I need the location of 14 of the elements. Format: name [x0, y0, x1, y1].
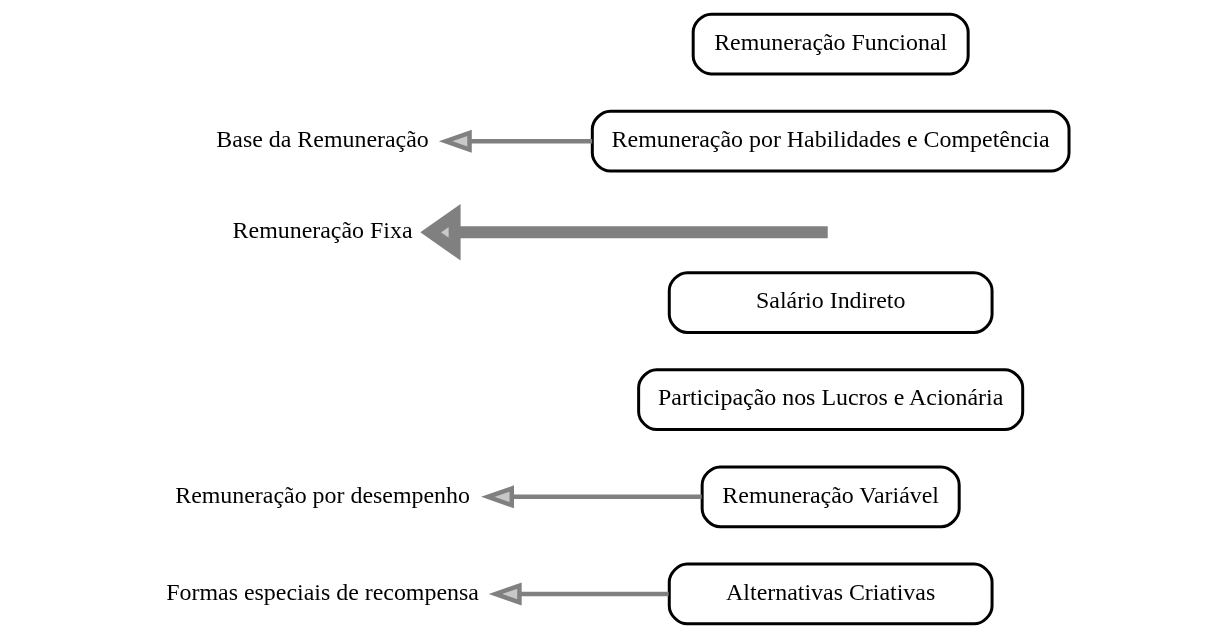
- node-box: Alternativas Criativas: [667, 562, 994, 626]
- node-text: Formas especiais de recompensa: [166, 578, 479, 605]
- arrow: [488, 582, 669, 606]
- arrow: [481, 485, 702, 509]
- arrow: [420, 204, 828, 261]
- node-box: Remuneração Variável: [700, 465, 961, 529]
- arrow: [438, 129, 593, 153]
- node-box: Participação nos Lucros e Acionária: [637, 368, 1025, 432]
- node-box: Remuneração Funcional: [691, 12, 970, 76]
- node-box: Salário Indireto: [667, 271, 994, 334]
- node-text: Remuneração por desempenho: [175, 481, 470, 508]
- node-text: Base da Remuneração: [216, 125, 429, 152]
- node-text: Remuneração Fixa: [232, 217, 413, 243]
- node-box: Remuneração por Habilidades e Competência: [590, 109, 1071, 173]
